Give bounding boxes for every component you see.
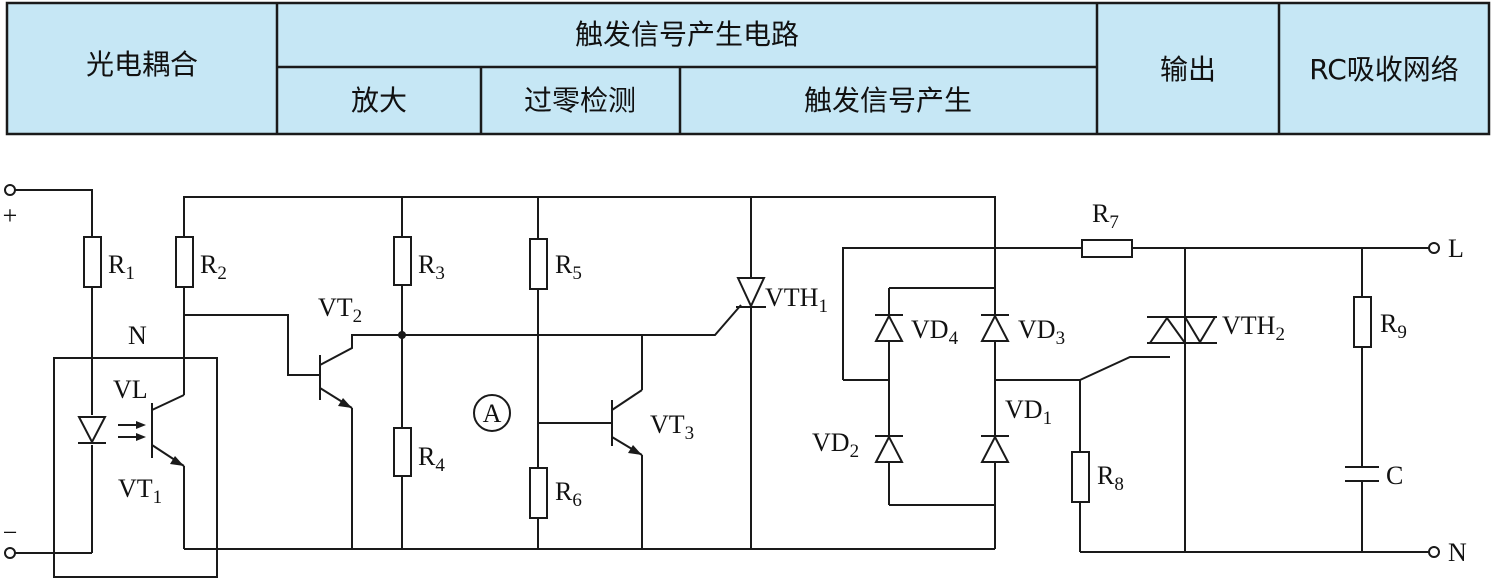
header-trigger-generation: 触发信号产生 <box>804 84 972 117</box>
terminal-minus <box>4 547 16 559</box>
diode-vd2 <box>874 434 904 463</box>
resistor-r3 <box>393 236 412 286</box>
resistor-r4 <box>393 427 412 477</box>
vt3-label: VT3 <box>650 410 694 444</box>
resistor-r8 <box>1071 451 1090 503</box>
plus-label: + <box>3 201 18 230</box>
junction-dot <box>398 331 406 339</box>
n-terminal-label: N <box>1448 538 1467 567</box>
circuit: A + − L N N VL C R1 R2 R3 R4 R5 R6 R7 R8… <box>3 184 1467 578</box>
header-rc-network: RC吸收网络 <box>1309 53 1459 86</box>
vd4-label: VD4 <box>911 315 959 349</box>
c-label: C <box>1386 461 1403 490</box>
header-output: 输出 <box>1160 53 1216 86</box>
header-table: 光电耦合 触发信号产生电路 放大 过零检测 触发信号产生 输出 RC吸收网络 <box>5 1 1491 136</box>
terminal-plus <box>4 184 16 196</box>
vl-label: VL <box>113 375 148 404</box>
resistor-r1 <box>83 236 102 288</box>
vd2-label: VD2 <box>812 428 859 462</box>
header-amplify: 放大 <box>351 84 407 117</box>
header-zero-crossing: 过零检测 <box>524 84 636 117</box>
resistor-r7 <box>1081 239 1133 258</box>
vt2-label: VT2 <box>318 293 362 327</box>
optocoupler-n-label: N <box>128 321 147 350</box>
optocoupler-box <box>53 357 218 578</box>
r6-label: R6 <box>555 477 582 511</box>
capacitor-c <box>1345 466 1379 482</box>
r3-label: R3 <box>418 250 445 284</box>
header-trigger-circuit: 触发信号产生电路 <box>575 18 799 51</box>
terminal-N <box>1428 546 1440 558</box>
node-a-circle <box>473 394 511 432</box>
header-optocoupler: 光电耦合 <box>86 48 198 81</box>
l-label: L <box>1448 234 1464 263</box>
vth2-label: VTH2 <box>1222 311 1285 345</box>
r9-label: R9 <box>1380 309 1407 343</box>
thyristor-vth1 <box>736 277 766 309</box>
node-a-label: A <box>483 399 502 428</box>
r2-label: R2 <box>200 250 227 284</box>
resistor-r5 <box>529 238 548 290</box>
r1-label: R1 <box>108 250 135 284</box>
r5-label: R5 <box>555 250 582 284</box>
vth1-label: VTH1 <box>765 283 828 317</box>
r8-label: R8 <box>1097 461 1124 495</box>
triac-vth2 <box>1147 316 1217 344</box>
diode-vd3 <box>980 313 1010 342</box>
transistor-vt2 <box>319 355 352 408</box>
vd3-label: VD3 <box>1018 315 1065 349</box>
diode-vd1 <box>980 434 1010 463</box>
resistor-r9 <box>1353 296 1372 348</box>
transistor-vt3 <box>611 400 642 455</box>
r4-label: R4 <box>418 442 445 476</box>
terminal-L <box>1428 242 1440 254</box>
led-vl <box>77 416 146 445</box>
resistor-r2 <box>175 236 194 288</box>
transistor-vt1 <box>151 403 184 466</box>
r7-label: R7 <box>1092 199 1119 233</box>
vd1-label: VD1 <box>1005 395 1052 429</box>
minus-label: − <box>3 518 18 547</box>
resistor-r6 <box>529 467 548 519</box>
diode-vd4 <box>874 313 904 342</box>
header-table-background <box>5 1 1491 136</box>
vt1-label: VT1 <box>118 474 162 508</box>
wires <box>13 189 1430 578</box>
